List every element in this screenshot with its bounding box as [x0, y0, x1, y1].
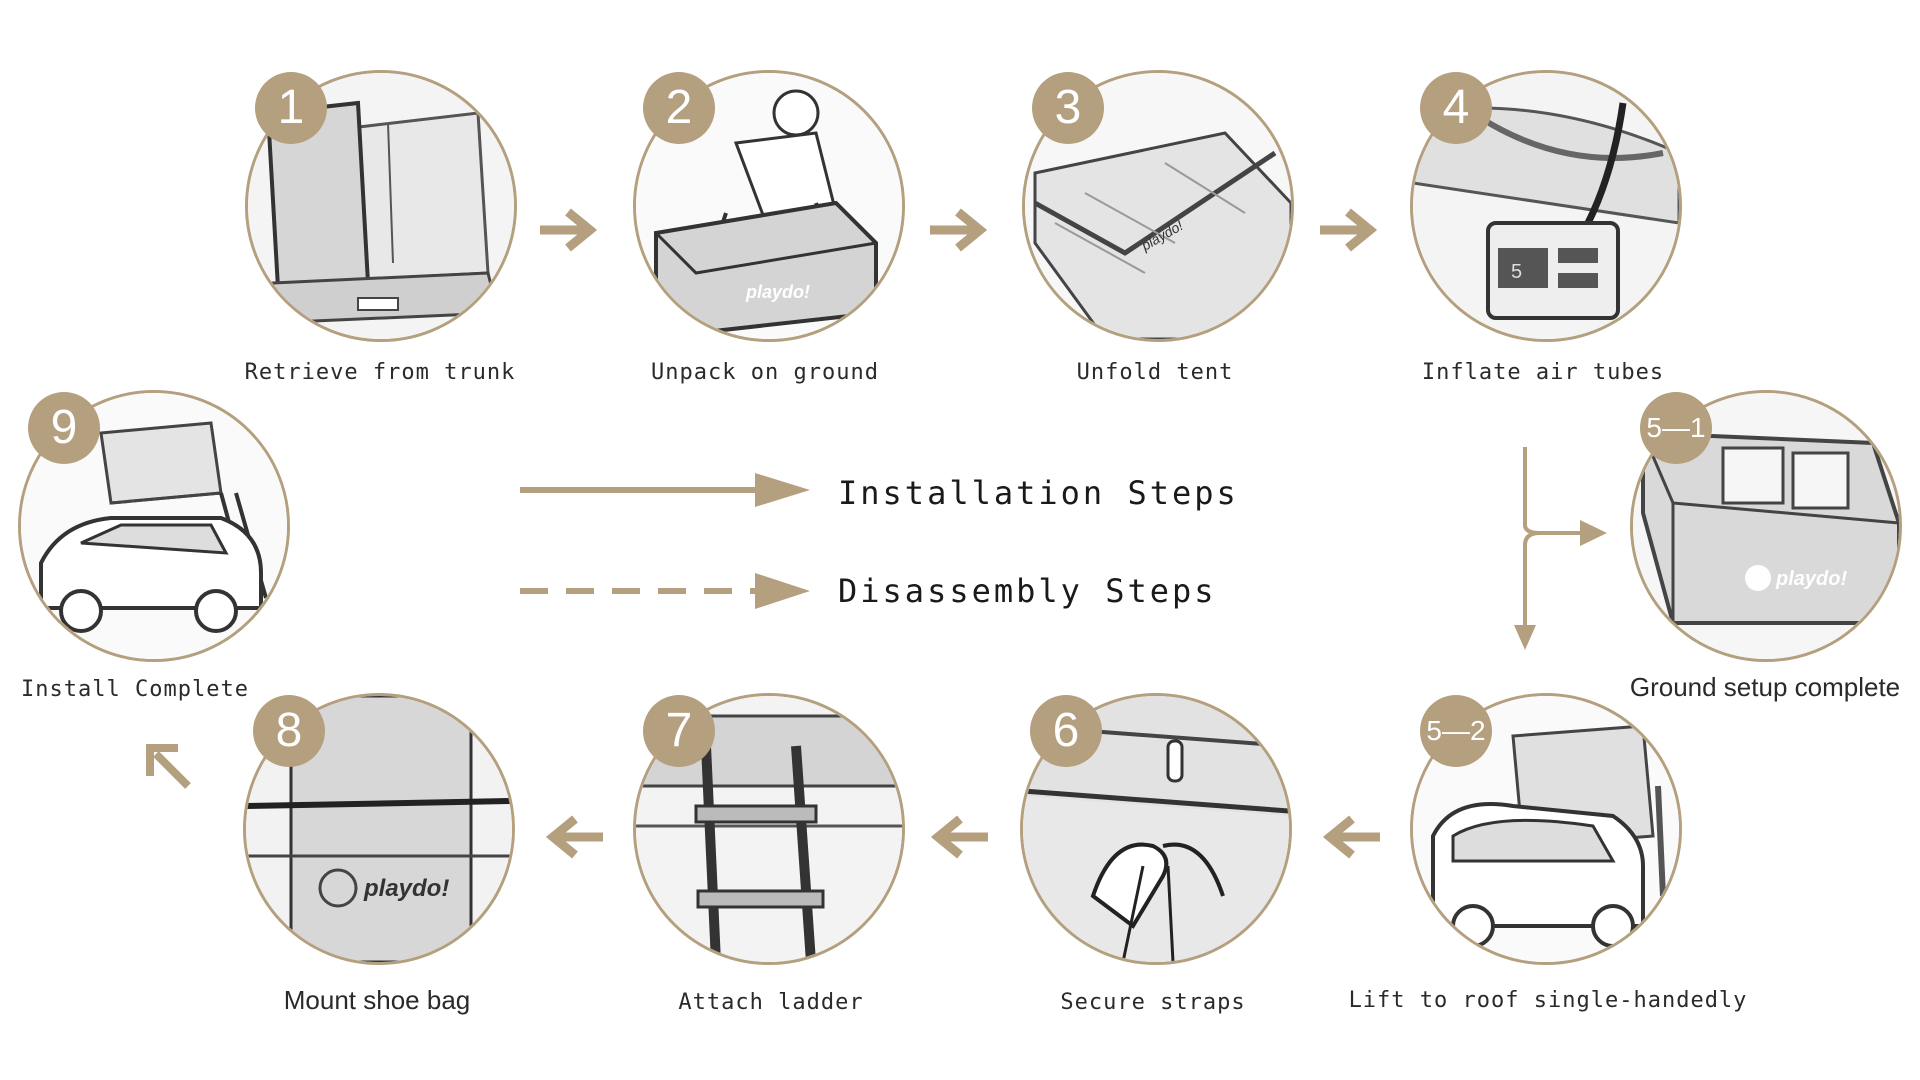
tent-on-ground-icon: playdo!: [1630, 390, 1902, 662]
step-2-label: Unpack on ground: [651, 360, 879, 385]
brand-logo-text: playdo!: [363, 875, 449, 902]
step-6-label: Secure straps: [1060, 990, 1246, 1015]
step-badge: 4: [1420, 72, 1492, 144]
step-5-2-label: Lift to roof single-handedly: [1348, 988, 1748, 1013]
step-badge: 9: [28, 392, 100, 464]
step-7: 7: [633, 693, 905, 965]
step-1-label: Retrieve from trunk: [244, 360, 516, 385]
step-8: playdo! 8: [243, 693, 515, 965]
arrow-right-icon: [540, 208, 598, 252]
step-badge: 8: [253, 695, 325, 767]
arrow-right-icon: [1320, 208, 1378, 252]
step-3-label: Unfold tent: [1076, 360, 1234, 385]
branch-arrow-icon: [1514, 447, 1607, 650]
step-badge: 5—2: [1420, 695, 1492, 767]
arrow-up-left-icon: [146, 744, 191, 789]
legend-installation-text: Installation Steps: [838, 474, 1239, 512]
installation-arrow-legend: [520, 473, 810, 507]
step-badge: 2: [643, 72, 715, 144]
step-badge: 7: [643, 695, 715, 767]
step-4: 5 4: [1410, 70, 1682, 342]
shoe-bag-icon: playdo!: [243, 693, 515, 965]
arrow-left-icon: [930, 815, 988, 859]
step-6: 6: [1020, 693, 1292, 965]
step-4-label: Inflate air tubes: [1421, 360, 1665, 385]
step-8-label: Mount shoe bag: [283, 985, 471, 1015]
step-3: playdo! 3: [1022, 70, 1294, 342]
step-9: 9: [18, 390, 290, 662]
legend-disassembly-text: Disassembly Steps: [838, 572, 1217, 610]
brand-logo-text: playdo!: [745, 282, 810, 302]
brand-logo-text: playdo!: [1775, 568, 1847, 590]
step-2: playdo! 2: [633, 70, 905, 342]
step-9-label: Install Complete: [21, 677, 249, 702]
strap-buckle-icon: [1020, 693, 1292, 965]
step-1: 1: [245, 70, 517, 342]
step-badge: 6: [1030, 695, 1102, 767]
arrow-right-icon: [930, 208, 988, 252]
step-5-1: playdo! 5—1: [1630, 390, 1902, 662]
arrow-left-icon: [545, 815, 603, 859]
pump-display-text: 5: [1511, 261, 1522, 283]
car-trunk-icon: [245, 70, 517, 342]
step-badge: 5—1: [1640, 392, 1712, 464]
step-badge: 1: [255, 72, 327, 144]
arrow-left-icon: [1322, 815, 1380, 859]
step-5-2: 5—2: [1410, 693, 1682, 965]
step-5-1-label: Ground setup complete: [1629, 672, 1901, 702]
step-7-label: Attach ladder: [678, 990, 864, 1015]
disassembly-arrow-legend: [520, 573, 810, 609]
step-badge: 3: [1032, 72, 1104, 144]
